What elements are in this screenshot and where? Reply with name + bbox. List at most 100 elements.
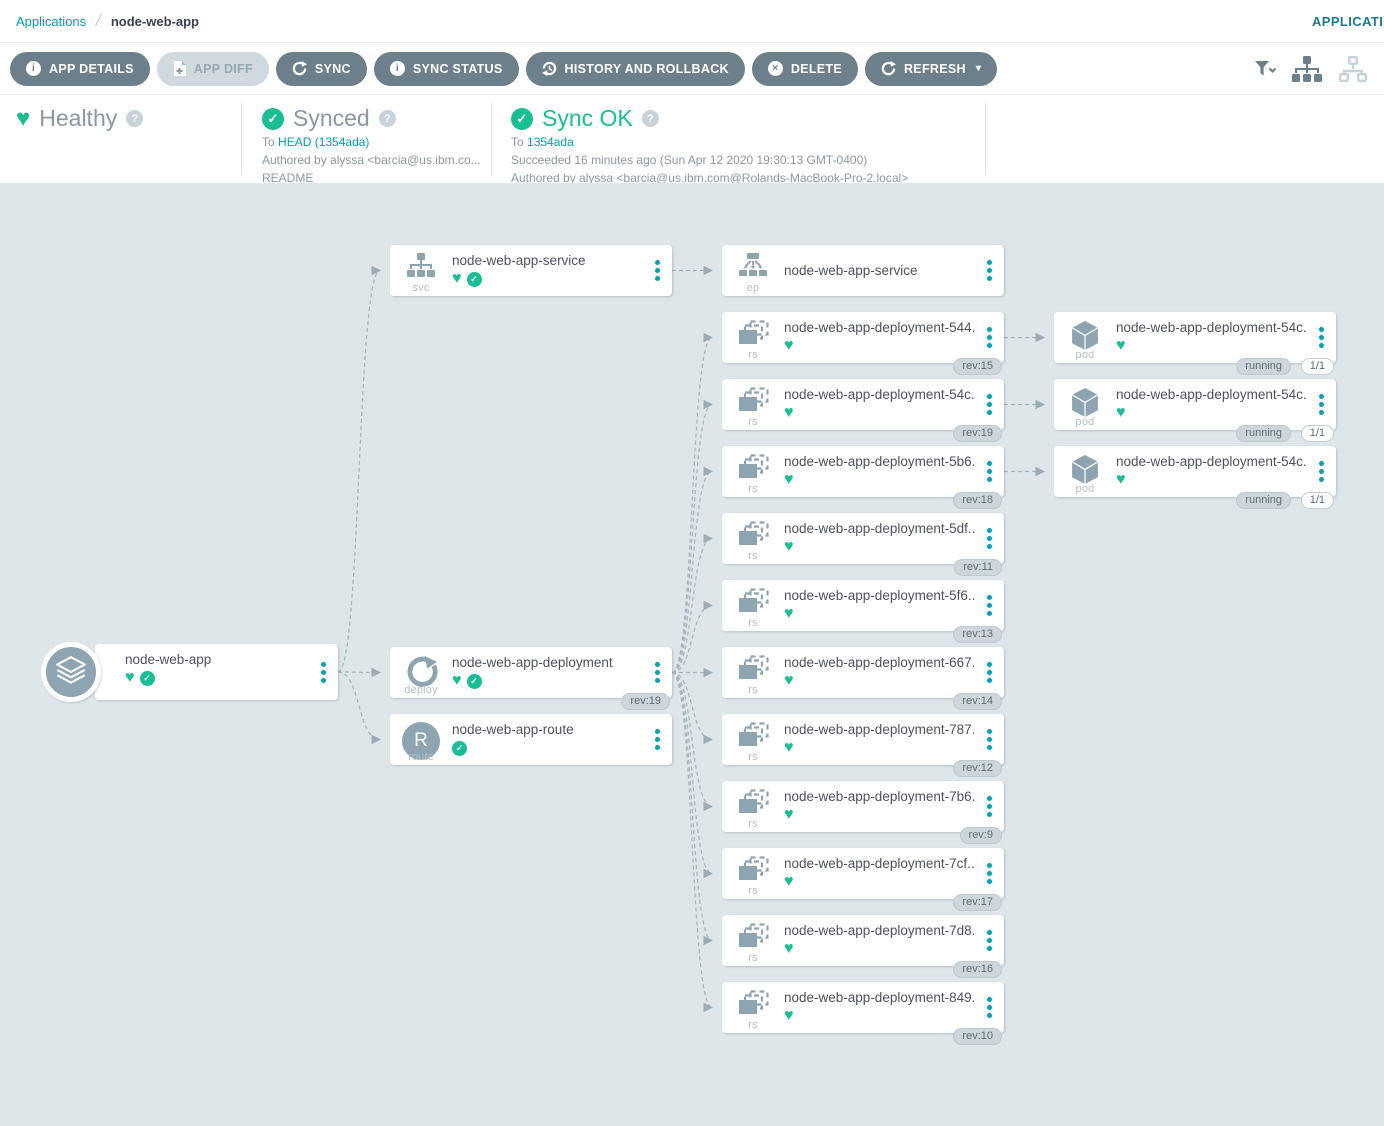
node-rs2[interactable]: rs node-web-app-deployment-54c... ♥ <box>722 379 1004 430</box>
chevron-down-icon: ▾ <box>975 63 982 74</box>
kebab-menu[interactable] <box>974 379 1004 430</box>
edge-deploy-rs8 <box>671 671 714 812</box>
node-app[interactable]: node-web-app ♥✓ <box>95 644 338 700</box>
kebab-menu[interactable] <box>974 915 1004 966</box>
healthy-heart-icon: ♥ <box>784 605 794 622</box>
kebab-menu[interactable] <box>974 781 1004 832</box>
tree-view-icon[interactable] <box>1292 56 1322 82</box>
sync-icon <box>292 61 307 76</box>
synced-commit-message: README <box>262 171 314 185</box>
synced-check-icon: ✓ <box>262 107 284 130</box>
sync-button[interactable]: SYNC <box>275 51 367 86</box>
replicaset-icon <box>738 588 769 612</box>
pod-icon <box>1071 321 1099 350</box>
resource-name: node-web-app-deployment-5df... <box>784 521 974 536</box>
resource-icon <box>738 320 769 351</box>
healthy-heart-icon: ♥ <box>784 672 794 689</box>
healthy-heart-icon: ♥ <box>452 672 462 689</box>
kebab-menu[interactable] <box>1306 379 1336 430</box>
node-pod3[interactable]: pod node-web-app-deployment-54c... ♥ <box>1054 446 1336 497</box>
node-pod2[interactable]: pod node-web-app-deployment-54c... ♥ <box>1054 379 1336 430</box>
sync-ok-revision-link[interactable]: 1354ada <box>527 135 574 149</box>
breadcrumb-separator: / <box>94 11 103 30</box>
delete-icon: × <box>767 61 783 76</box>
resource-name: node-web-app-deployment-5b6... <box>784 454 974 469</box>
pod-status-badge: running <box>1236 492 1291 509</box>
node-rs7[interactable]: rs node-web-app-deployment-787... ♥ <box>722 714 1004 765</box>
resource-health-icons: ♥ <box>784 472 974 488</box>
sync-ok-help-icon[interactable]: ? <box>641 110 659 127</box>
filter-icon[interactable] <box>1255 60 1276 78</box>
synced-help-icon[interactable]: ? <box>378 110 396 127</box>
node-svc[interactable]: svc node-web-app-service ♥✓ <box>390 245 672 296</box>
kebab-menu[interactable] <box>642 714 672 765</box>
resource-icon <box>738 923 769 954</box>
edge-deploy-rs2 <box>671 399 714 674</box>
button-label: DELETE <box>790 61 842 76</box>
resource-kind-label: rs <box>748 617 758 629</box>
synced-revision-link[interactable]: HEAD (1354ada) <box>278 135 370 149</box>
replicaset-icon <box>738 454 769 478</box>
history-icon <box>541 61 556 76</box>
node-rs10[interactable]: rs node-web-app-deployment-7d8... ♥ <box>722 915 1004 966</box>
history-and-rollback-button[interactable]: HISTORY AND ROLLBACK <box>525 51 745 86</box>
node-rs8[interactable]: rs node-web-app-deployment-7b6... ♥ <box>722 781 1004 832</box>
application-avatar[interactable] <box>41 642 101 702</box>
health-help-icon[interactable]: ? <box>126 110 144 127</box>
revision-badge: rev:13 <box>953 626 1002 643</box>
sync-status-section: ✓ Synced ? To HEAD (1354ada) Authored by… <box>262 105 481 186</box>
node-rs5[interactable]: rs node-web-app-deployment-5f6... ♥ <box>722 580 1004 631</box>
resource-kind-label: rs <box>748 952 758 964</box>
button-label: SYNC STATUS <box>412 61 503 76</box>
resource-kind-label: rs <box>748 885 758 897</box>
resource-health-icons: ♥ <box>784 740 974 756</box>
kebab-menu[interactable] <box>974 513 1004 564</box>
network-view-icon[interactable] <box>1338 56 1368 82</box>
resource-health-icons: ♥ <box>1116 338 1306 354</box>
node-rs6[interactable]: rs node-web-app-deployment-667... ♥ <box>722 647 1004 698</box>
kebab-menu[interactable] <box>974 982 1004 1033</box>
kebab-menu[interactable] <box>974 446 1004 497</box>
replicaset-icon <box>738 856 769 880</box>
kebab-menu[interactable] <box>974 848 1004 899</box>
kebab-menu[interactable] <box>1306 446 1336 497</box>
node-route[interactable]: R route node-web-app-route ✓ <box>390 714 672 765</box>
kebab-menu[interactable] <box>974 714 1004 765</box>
node-rs3[interactable]: rs node-web-app-deployment-5b6... ♥ <box>722 446 1004 497</box>
service-icon <box>407 253 435 277</box>
node-rs4[interactable]: rs node-web-app-deployment-5df... ♥ <box>722 513 1004 564</box>
edge-layer <box>337 265 1046 1013</box>
node-rs1[interactable]: rs node-web-app-deployment-544... ♥ <box>722 312 1004 363</box>
node-rs11[interactable]: rs node-web-app-deployment-849... ♥ <box>722 982 1004 1033</box>
pod-status-badge: 1/1 <box>1300 492 1334 509</box>
resource-name: node-web-app-deployment-849... <box>784 990 974 1005</box>
healthy-heart-icon: ♥ <box>125 669 135 686</box>
kebab-menu[interactable] <box>642 647 672 698</box>
healthy-heart-icon: ♥ <box>1116 337 1126 354</box>
kebab-menu[interactable] <box>1306 312 1336 363</box>
kebab-menu[interactable] <box>974 647 1004 698</box>
app-diff-button[interactable]: APP DIFF <box>156 51 269 86</box>
refresh-button[interactable]: REFRESH ▾ <box>864 51 998 86</box>
node-ep[interactable]: ep node-web-app-service <box>722 245 1004 296</box>
node-rs9[interactable]: rs node-web-app-deployment-7cf... ♥ <box>722 848 1004 899</box>
applications-nav-link[interactable]: APPLICATIO <box>1312 14 1384 29</box>
kebab-menu[interactable] <box>974 245 1004 296</box>
kebab-menu[interactable] <box>642 245 672 296</box>
kebab-menu[interactable] <box>974 312 1004 363</box>
revision-badge: rev:11 <box>954 559 1002 576</box>
healthy-heart-icon: ♥ <box>784 538 794 555</box>
kebab-menu[interactable] <box>974 580 1004 631</box>
kebab-menu[interactable] <box>308 644 338 700</box>
resource-name: node-web-app-deployment-7d8... <box>784 923 974 938</box>
edge-deploy-rs7 <box>671 671 714 745</box>
view-controls <box>1255 43 1368 95</box>
delete-button[interactable]: × DELETE <box>751 51 858 86</box>
resource-health-icons: ♥ <box>784 673 974 689</box>
node-pod1[interactable]: pod node-web-app-deployment-54c... ♥ <box>1054 312 1336 363</box>
button-label: REFRESH <box>903 61 966 76</box>
breadcrumb-applications-link[interactable]: Applications <box>16 13 87 29</box>
node-deploy[interactable]: deploy node-web-app-deployment ♥✓ <box>390 647 672 698</box>
